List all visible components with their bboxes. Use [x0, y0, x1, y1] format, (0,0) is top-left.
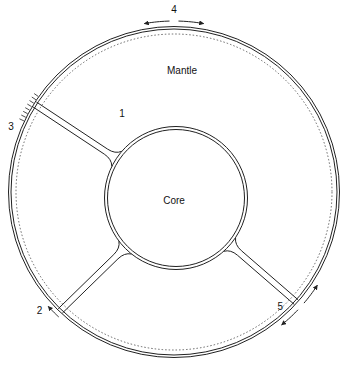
- plume-conduit: [62, 254, 131, 313]
- hatch-tick: [34, 94, 38, 97]
- hatch-tick: [23, 111, 27, 113]
- callout-number: 3: [8, 120, 14, 131]
- flow-arrow: [178, 21, 203, 24]
- region-label: Core: [163, 195, 185, 206]
- core-circle: Core: [104, 126, 248, 270]
- flow-arrow: [144, 21, 169, 24]
- plume-conduit: [36, 102, 121, 152]
- callout-number: 5: [278, 301, 284, 312]
- plume-conduit: [58, 241, 119, 309]
- hatch-tick: [25, 108, 29, 110]
- hatch-tick: [27, 104, 31, 107]
- hatch-tick: [19, 119, 24, 121]
- callout-number: 4: [171, 4, 177, 15]
- plume-conduit: [235, 238, 298, 300]
- hatch-tick: [21, 115, 25, 117]
- mantle-outline: [8, 26, 340, 358]
- callout-number: 2: [37, 305, 43, 316]
- mantle-shell: MantleCore: [8, 26, 340, 358]
- hatch-tick: [32, 97, 36, 100]
- callout-number: 1: [119, 108, 125, 119]
- plume-conduit: [224, 251, 294, 305]
- region-label: Mantle: [167, 65, 197, 76]
- hatch-tick: [30, 101, 34, 104]
- flow-arrow: [48, 306, 58, 317]
- plume-conduit: [33, 107, 112, 166]
